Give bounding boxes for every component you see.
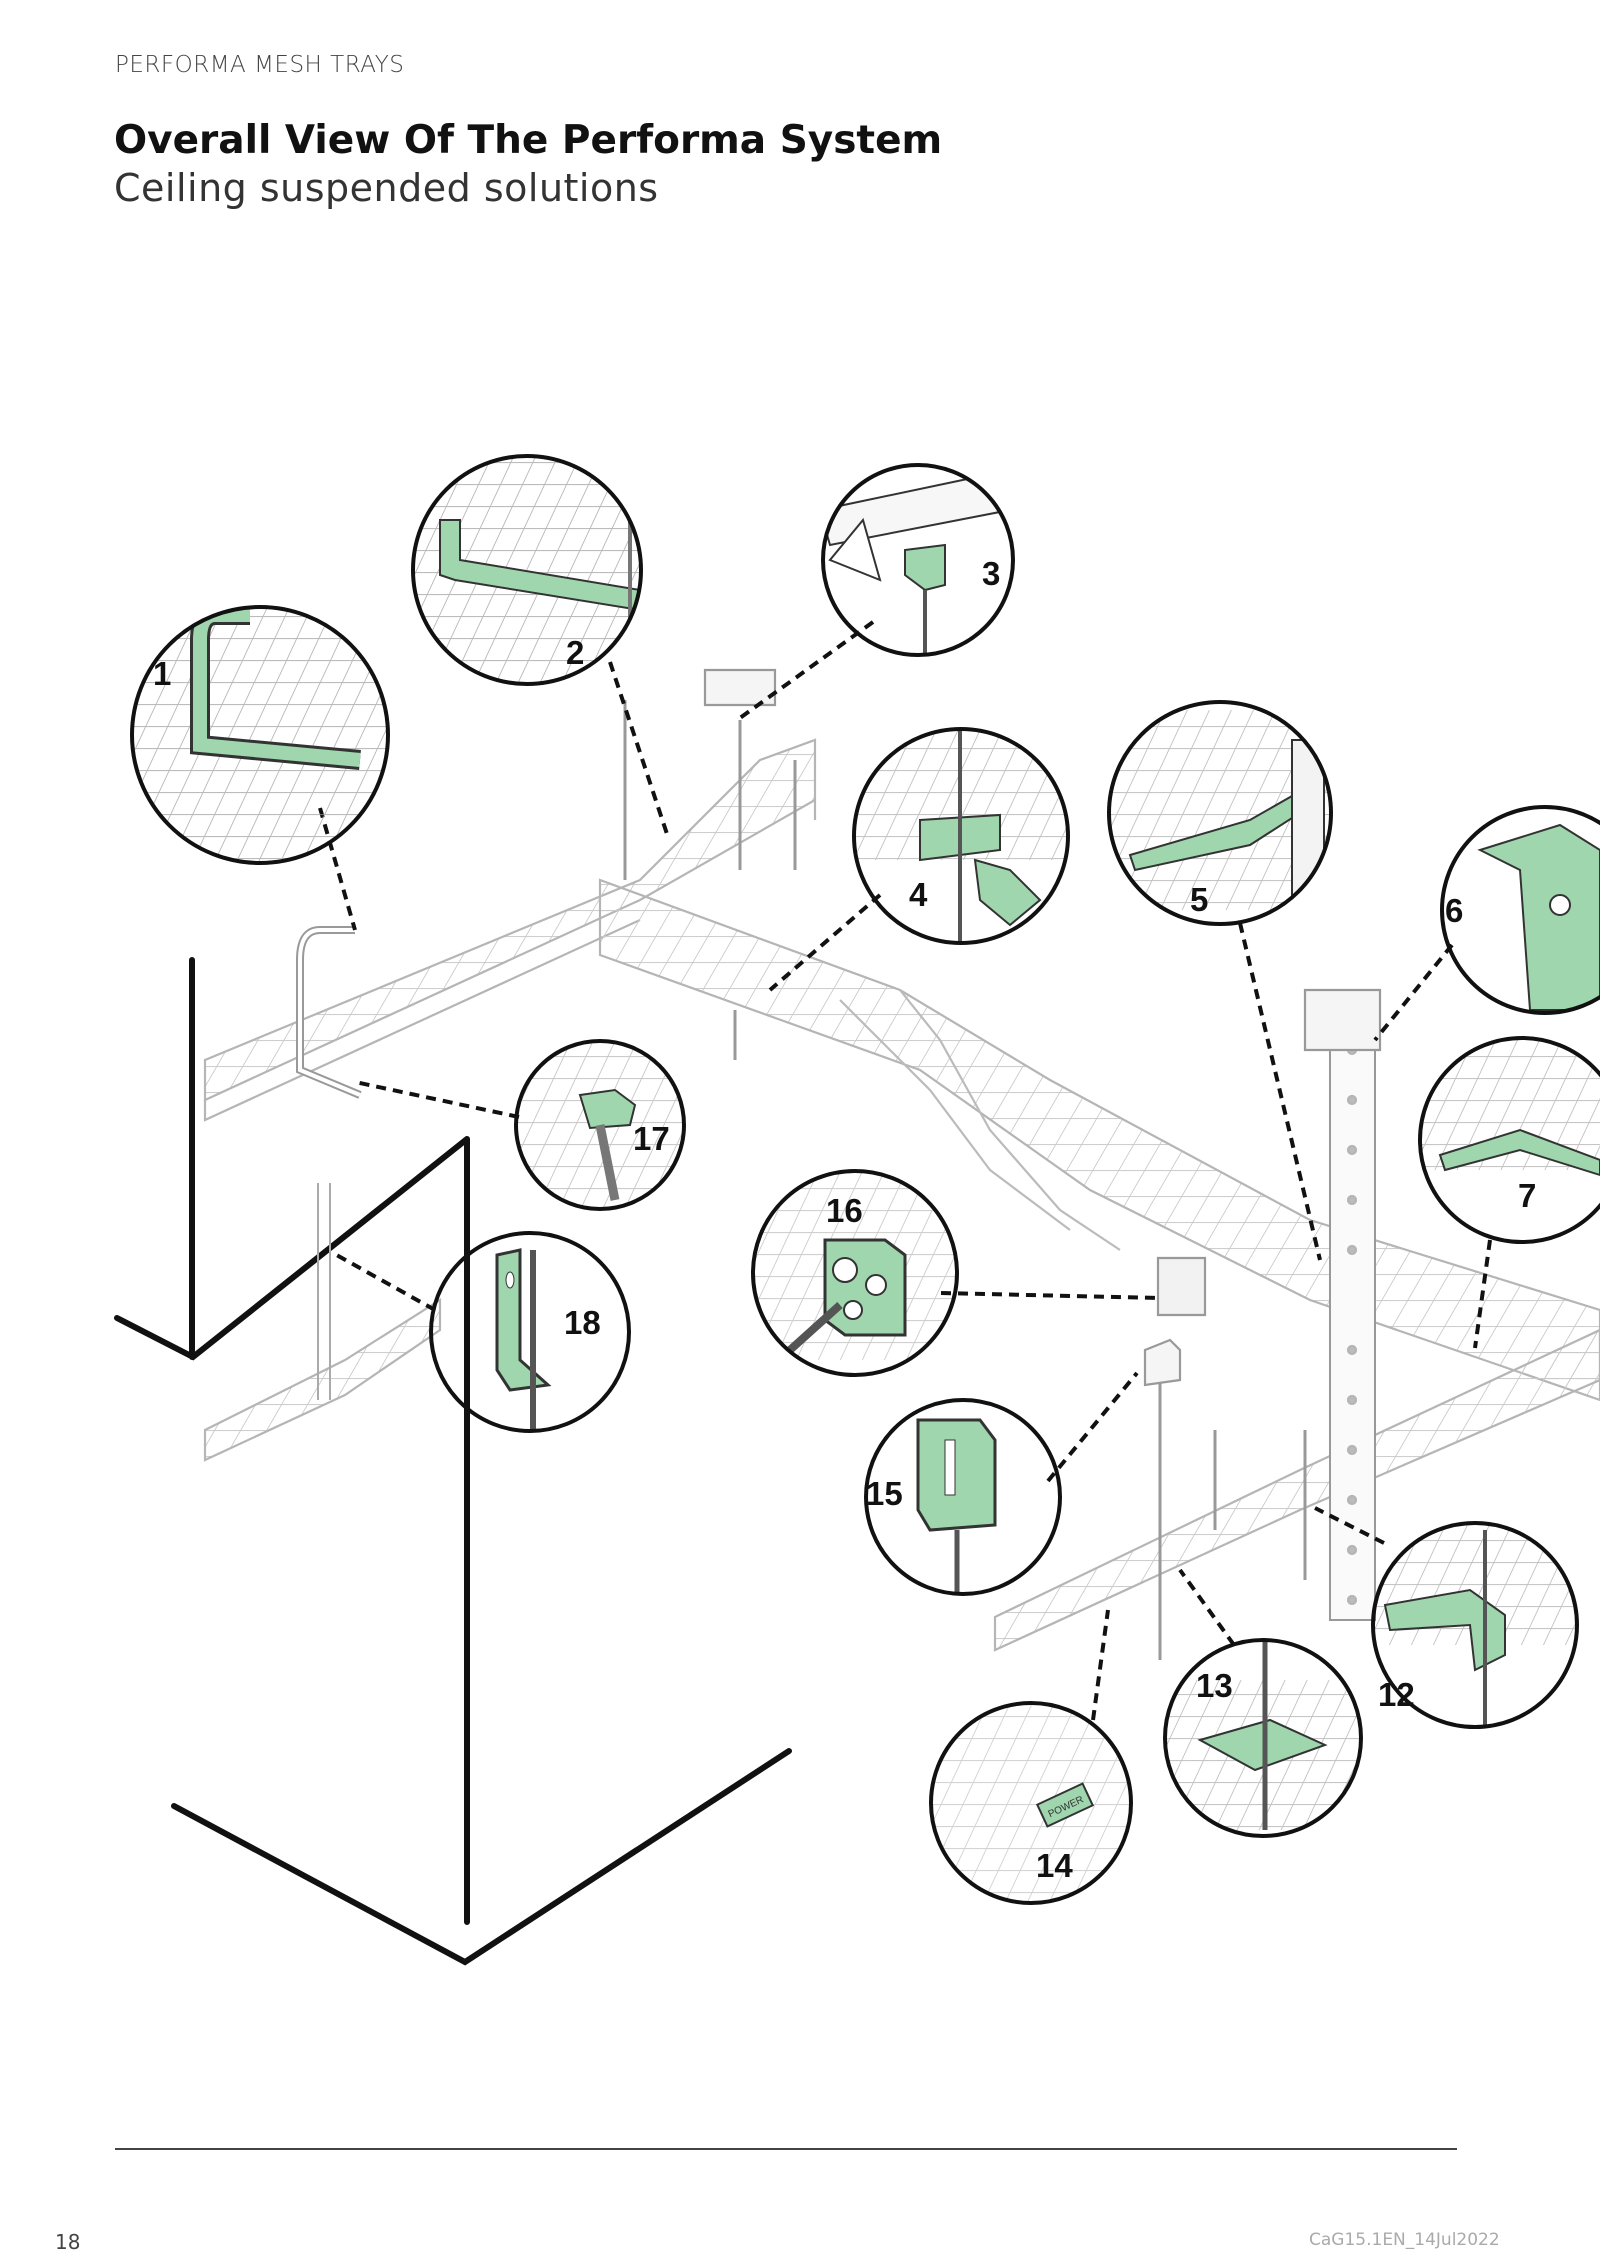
callout-number: 6 [1445, 892, 1463, 929]
document-code: CaG15.1EN_14Jul2022 [1309, 2230, 1500, 2250]
leader-lines [318, 620, 1492, 1721]
callout-number: 13 [1196, 1667, 1233, 1704]
section-label: PERFORMA MESH TRAYS [115, 52, 405, 78]
callout-number: 16 [826, 1192, 863, 1229]
callout-number: 4 [909, 876, 928, 913]
callout-number: 18 [564, 1304, 601, 1341]
callout-number: 12 [1378, 1676, 1415, 1713]
callout-number: 5 [1190, 881, 1208, 918]
page-title: Overall View Of The Performa System [114, 118, 943, 163]
callout-number: 14 [1036, 1847, 1073, 1884]
callout-number: 15 [866, 1475, 903, 1512]
callout-number: 7 [1518, 1177, 1536, 1214]
callout-number: 1 [153, 655, 171, 692]
page-subtitle: Ceiling suspended solutions [114, 166, 659, 210]
room-walls [114, 957, 792, 1966]
footer-divider [115, 2148, 1457, 2150]
page-number: 18 [55, 2230, 81, 2254]
callout-number: 3 [982, 555, 1000, 592]
detail-callouts: 1 2 3 4 [130, 454, 1600, 1905]
cable-trays [203, 668, 1600, 1660]
callout-number: 2 [566, 634, 584, 671]
callout-number: 17 [633, 1120, 670, 1157]
